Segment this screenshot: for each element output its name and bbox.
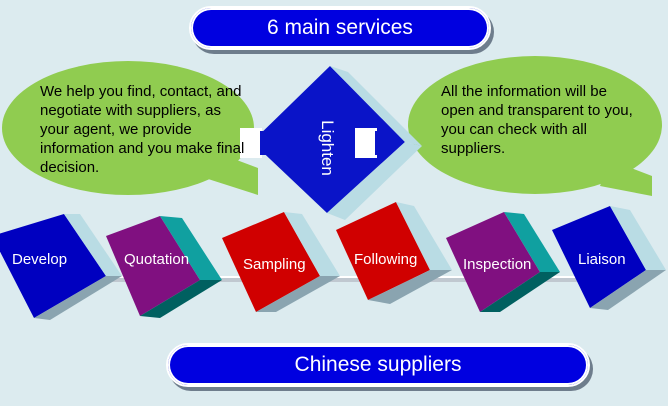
cube-following [336,202,452,304]
bottom-banner: Chinese suppliers [166,343,590,387]
left-speech-bubble [2,61,258,195]
lighten-label: Lighten [318,120,337,176]
right-bubble-text: All the information will be open and tra… [441,83,633,157]
lighten-diamond [240,66,422,220]
service-following: Following [354,251,418,268]
bottom-banner-text: Chinese suppliers [294,353,462,376]
cube-develop [0,214,122,320]
cube-liaison [552,206,666,310]
left-bubble-text: We help you find, contact, and negotiate… [40,83,245,176]
service-inspection: Inspection [463,256,532,273]
title-banner: 6 main services [189,6,491,50]
service-liaison: Liaison [578,251,626,268]
service-quotation: Quotation [124,251,190,268]
cube-quotation [106,216,222,318]
cube-inspection [446,212,560,312]
service-sampling: Sampling [243,256,306,273]
service-develop: Develop [12,251,68,268]
title-text: 6 main services [267,16,413,39]
right-speech-bubble [408,56,662,196]
cube-connector-rail [60,276,620,282]
cube-sampling [222,212,340,312]
